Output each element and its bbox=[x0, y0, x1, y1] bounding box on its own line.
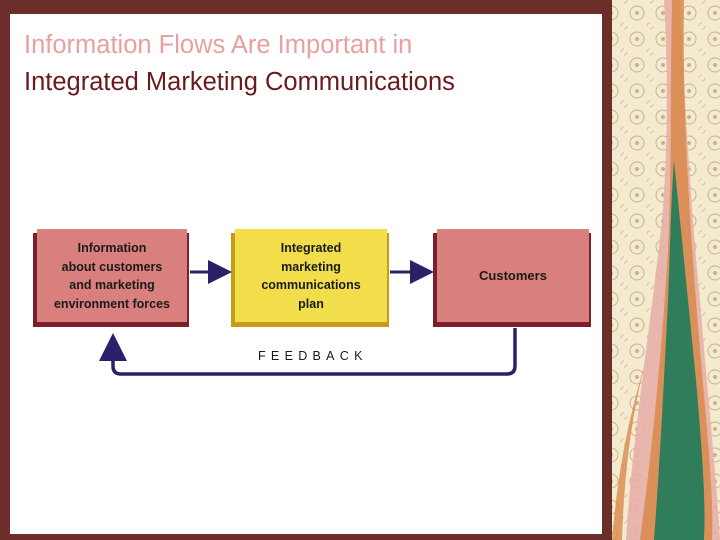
node-customers-box: Customers bbox=[437, 229, 589, 323]
node-information-box: Information about customers and marketin… bbox=[37, 229, 187, 323]
node-customers-label: Customers bbox=[479, 267, 547, 283]
feedback-label: FEEDBACK bbox=[258, 349, 368, 363]
node-plan-line-1: Integrated bbox=[280, 241, 342, 255]
node-plan-box: Integrated marketing communications plan bbox=[235, 229, 387, 323]
node-plan-line-2: marketing bbox=[281, 259, 341, 274]
feedback-loop-arrow bbox=[99, 328, 517, 376]
node-info-line-4: environment forces bbox=[53, 296, 170, 311]
box-info-shape bbox=[33, 229, 189, 327]
node-plan-line-3: communications bbox=[261, 278, 361, 292]
box-customers-shape bbox=[433, 229, 591, 327]
node-info-line-3: and marketing bbox=[69, 278, 155, 292]
box-plan-shape bbox=[231, 229, 389, 327]
slide-title-line-2: Integrated Marketing Communications bbox=[24, 68, 455, 96]
slide-title-line-1: Information Flows Are Important in bbox=[24, 31, 413, 59]
node-info-line-2: about customers bbox=[61, 259, 163, 274]
node-plan-line-4: plan bbox=[298, 296, 324, 311]
node-info-line-1: Information bbox=[77, 241, 147, 255]
